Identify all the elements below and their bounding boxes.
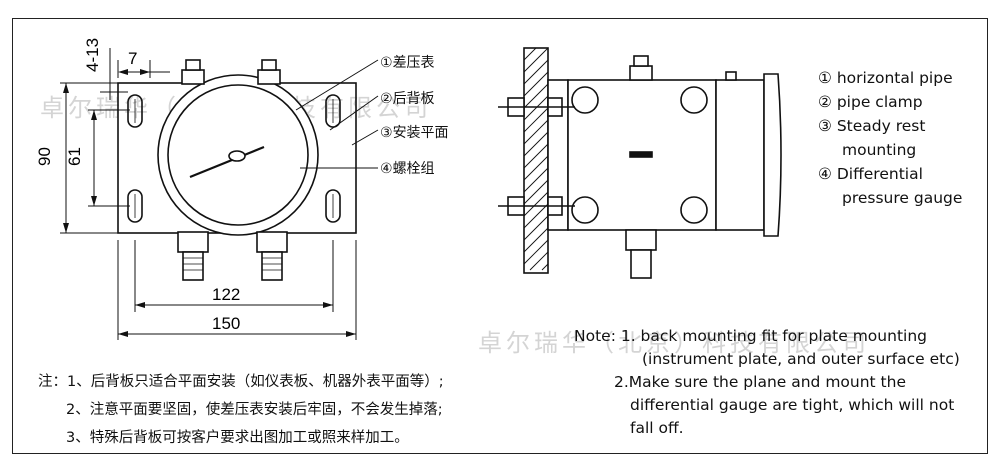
callout-mounting-plane: ③安装平面: [380, 122, 449, 142]
callout-number: ③: [380, 125, 393, 141]
english-notes: Note: 1. back mounting fit for plate mou…: [574, 325, 960, 440]
dimension-label: 61: [65, 147, 84, 166]
callout-number: ④: [380, 161, 393, 177]
drawing-frame: [12, 18, 988, 454]
legend-item: ① horizontal pipe: [818, 69, 953, 87]
callout-back-plate: ②后背板: [380, 88, 435, 108]
callout-differential-gauge: ①差压表: [380, 52, 435, 72]
dimension-label: 90: [35, 147, 54, 166]
dimension-label: 122: [212, 285, 240, 304]
pressure-port: [256, 231, 288, 253]
chinese-notes: 注：1、后背板只适合平面安装（如仪表板、机器外表平面等）; 2、注意平面要坚固，…: [38, 368, 444, 452]
note-line: 注：1、后背板只适合平面安装（如仪表板、机器外表平面等）;: [38, 374, 444, 390]
callout-text: 安装平面: [392, 125, 449, 141]
gauge-dial: [167, 84, 309, 226]
legend-item: pressure gauge: [842, 189, 963, 207]
callout-text: 螺栓组: [392, 161, 435, 177]
legend-item: ③ Steady rest: [818, 117, 926, 135]
legend: ① horizontal pipe ② pipe clamp ③ Steady …: [818, 66, 962, 210]
dimension-label: 7: [128, 49, 137, 68]
note-line: 2、注意平面要坚固，使差压表安装后牢固，不会发生掉落;: [66, 402, 443, 418]
callout-number: ①: [380, 55, 393, 71]
note-line: fall off.: [630, 419, 684, 437]
callout-text: 后背板: [392, 91, 435, 107]
note-line: (instrument plate, and outer surface etc…: [642, 350, 960, 368]
dimension-label: 4-13: [83, 38, 102, 72]
note-line: Note: 1. back mounting fit for plate mou…: [574, 327, 927, 345]
legend-item: ② pipe clamp: [818, 93, 923, 111]
callout-number: ②: [380, 91, 393, 107]
note-line: differential gauge are tight, which will…: [630, 396, 955, 414]
gauge-needle: [189, 145, 265, 179]
pressure-port: [177, 231, 209, 253]
dimension-label: 150: [212, 314, 240, 333]
mounting-slot: [325, 94, 341, 128]
note-line: 2.Make sure the plane and mount the: [614, 373, 906, 391]
mounting-slot: [325, 189, 341, 223]
note-line: 3、特殊后背板可按客户要求出图加工或照来样加工。: [66, 430, 409, 446]
watermark: 卓尔瑞华（北京）科技有限公司: [478, 329, 870, 357]
callout-text: 差压表: [392, 55, 435, 71]
mounting-slot: [127, 94, 143, 128]
legend-item: mounting: [842, 141, 917, 159]
callout-bolt-set: ④螺栓组: [380, 158, 435, 178]
mounting-plate: [523, 47, 549, 274]
legend-item: ④ Differential: [818, 165, 923, 183]
